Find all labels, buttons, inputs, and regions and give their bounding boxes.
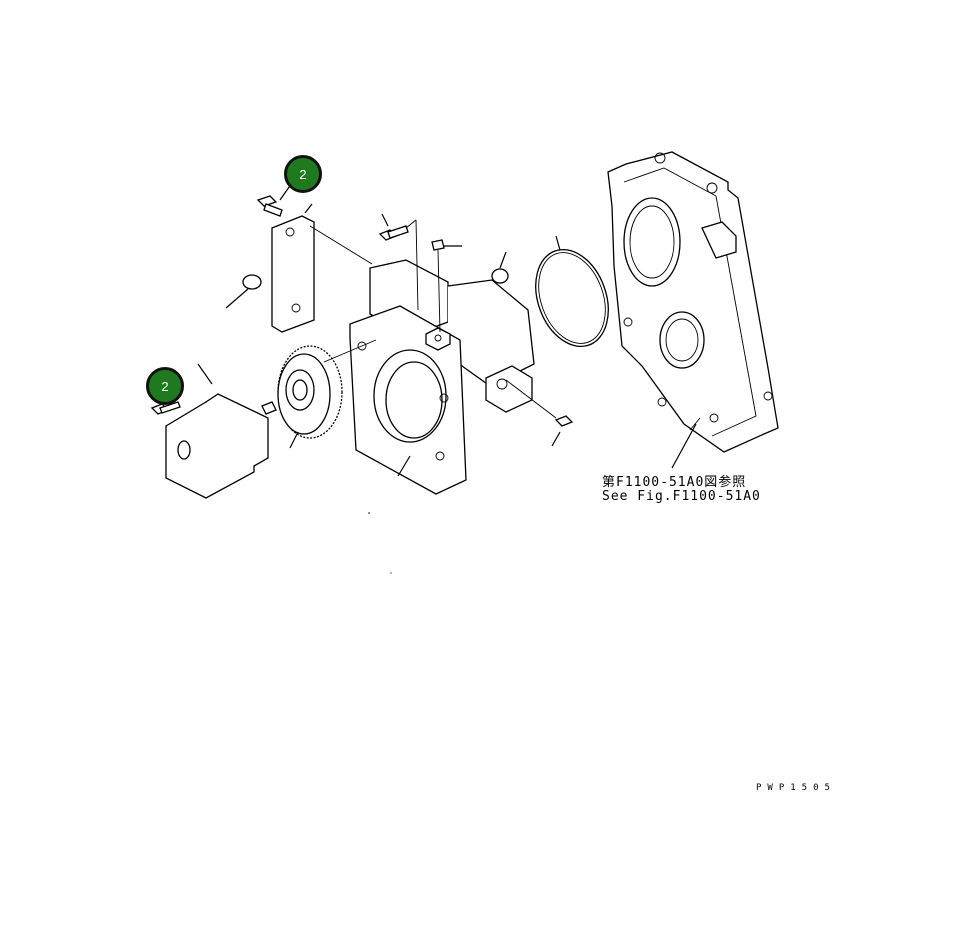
o-ring: [535, 235, 609, 348]
drawing-code: PWP1505: [756, 783, 836, 793]
main-housing: [349, 259, 535, 495]
stray-mark: [390, 572, 392, 574]
callout-part-2-bottom[interactable]: 2: [146, 367, 184, 405]
plug-left: [225, 274, 262, 309]
bolt-bottom-left: [150, 401, 181, 415]
stray-mark: [368, 512, 370, 514]
plug-right: [491, 251, 509, 284]
bolt-center-top: [378, 213, 419, 311]
reference-note-english: See Fig.F1100-51A0: [602, 489, 761, 504]
gear: [277, 345, 343, 449]
transmission-case: [607, 151, 779, 469]
bolt-bottom-right: [505, 379, 574, 447]
callout-part-2-top[interactable]: 2: [284, 155, 322, 193]
cover-cylinder: [165, 363, 277, 499]
assembly-leader-lines: [309, 225, 377, 363]
reference-note-japanese: 第F1100-51A0図参照: [602, 475, 747, 490]
pin: [431, 239, 462, 333]
cover-plate: [271, 203, 315, 333]
